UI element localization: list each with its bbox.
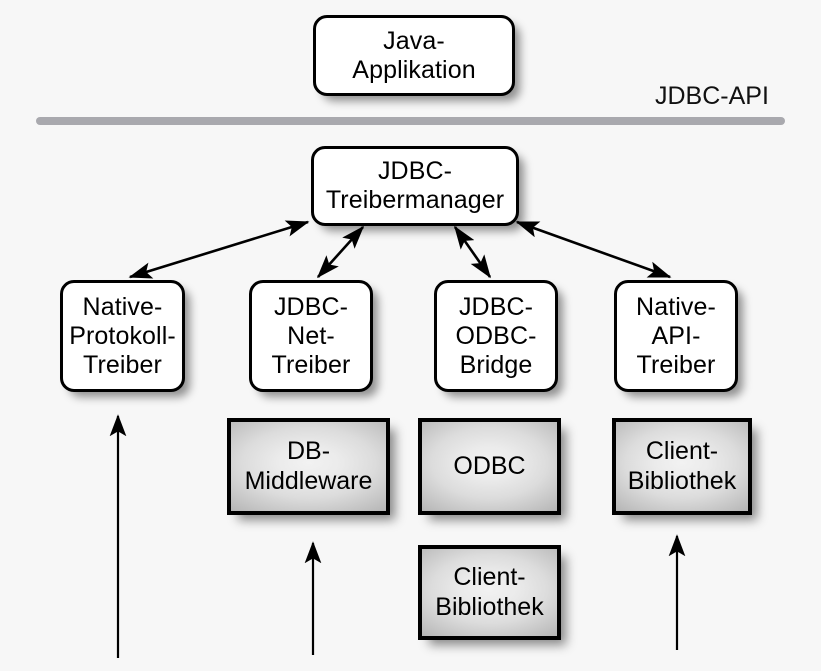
box-client-bibliothek-odbc[interactable]: Client- Bibliothek <box>418 545 561 640</box>
box-label: Client- Bibliothek <box>435 563 544 621</box>
node-jdbc-odbc-bridge[interactable]: JDBC- ODBC- Bridge <box>434 280 558 392</box>
node-label: Native- Protokoll- Treiber <box>69 292 176 379</box>
node-label: JDBC- Net- Treiber <box>271 292 351 379</box>
node-label: Java- Applikation <box>352 26 476 84</box>
node-label: JDBC- ODBC- Bridge <box>455 292 537 379</box>
node-jdbc-treibermanager[interactable]: JDBC- Treibermanager <box>311 146 519 226</box>
connector-native-protokoll-to-manager <box>128 220 310 279</box>
node-native-protokoll-treiber[interactable]: Native- Protokoll- Treiber <box>60 280 185 392</box>
node-jdbc-net-treiber[interactable]: JDBC- Net- Treiber <box>249 280 373 392</box>
jdbc-api-divider-bar <box>36 117 785 125</box>
node-label: JDBC- Treibermanager <box>325 157 505 214</box>
connector-native-api-to-manager <box>515 220 672 279</box>
connector-jdbc-odbc-to-manager <box>453 225 492 279</box>
box-label: Client- Bibliothek <box>627 437 737 495</box>
box-label: ODBC <box>453 451 526 480</box>
box-odbc[interactable]: ODBC <box>418 418 561 515</box>
box-client-bibliothek-right[interactable]: Client- Bibliothek <box>612 418 752 515</box>
connector-jdbc-net-to-manager <box>316 225 365 279</box>
jdbc-api-label: JDBC-API <box>655 82 769 110</box>
node-java-applikation[interactable]: Java- Applikation <box>313 15 515 96</box>
node-label: Native- API- Treiber <box>636 292 716 379</box>
box-label: DB- Middleware <box>244 437 373 495</box>
box-db-middleware[interactable]: DB- Middleware <box>227 418 390 515</box>
node-native-api-treiber[interactable]: Native- API- Treiber <box>614 280 738 392</box>
